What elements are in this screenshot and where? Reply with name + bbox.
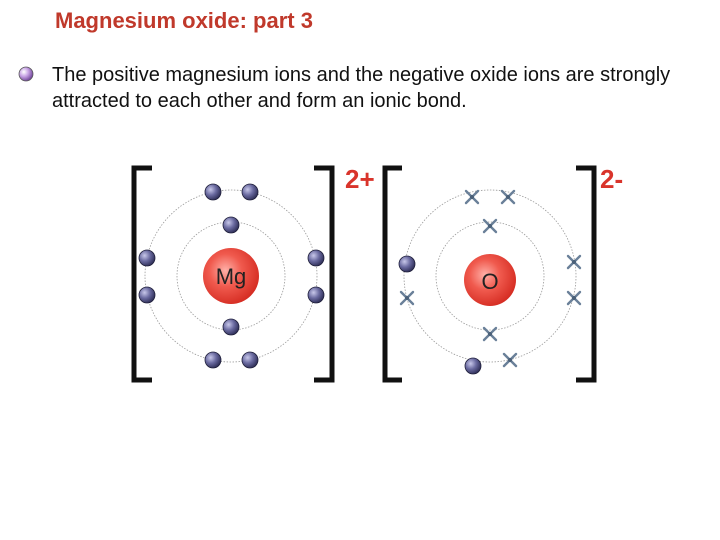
electron-dot-icon (398, 255, 416, 273)
magnesium-ion: Mg 2+ (131, 164, 375, 383)
bullet-orb-icon (18, 66, 34, 82)
electron-dot-icon (241, 351, 259, 369)
electron-dot-icon (138, 286, 156, 304)
electron-dot-icon (222, 318, 240, 336)
electron-cross-icon (399, 290, 415, 306)
electron-dot-icon (241, 183, 259, 201)
oxide-ion: O 2- (382, 164, 623, 383)
mg-charge: 2+ (345, 164, 375, 194)
o-outer-shell (403, 189, 577, 363)
electron-cross-icon (500, 189, 516, 205)
electron-cross-icon (566, 254, 582, 270)
o-inner-shell (435, 221, 545, 331)
electron-dot-icon (307, 286, 325, 304)
bullet-text: The positive magnesium ions and the nega… (52, 64, 671, 112)
electron-dot-icon (204, 183, 222, 201)
electron-dot-icon (222, 216, 240, 234)
o-nucleus (464, 254, 516, 306)
o-charge: 2- (600, 164, 623, 194)
electron-cross-icon (566, 290, 582, 306)
mg-symbol: Mg (216, 264, 247, 289)
o-right-bracket (576, 165, 597, 383)
electron-dot-icon (464, 357, 482, 375)
mg-left-bracket (131, 165, 152, 383)
electron-cross-icon (482, 218, 498, 234)
electron-cross-icon (464, 189, 480, 205)
electron-dot-icon (138, 249, 156, 267)
o-symbol: O (481, 269, 498, 294)
slide-title: Magnesium oxide: part 3 (55, 8, 313, 33)
electron-dot-icon (204, 351, 222, 369)
mg-nucleus (203, 248, 259, 304)
mg-outer-shell (144, 189, 318, 363)
o-left-bracket (382, 165, 402, 383)
electron-cross-icon (502, 352, 518, 368)
mg-right-bracket (314, 165, 335, 383)
ionic-bond-diagram: Mg 2+ O 2- (131, 164, 623, 383)
electron-dot-icon (307, 249, 325, 267)
